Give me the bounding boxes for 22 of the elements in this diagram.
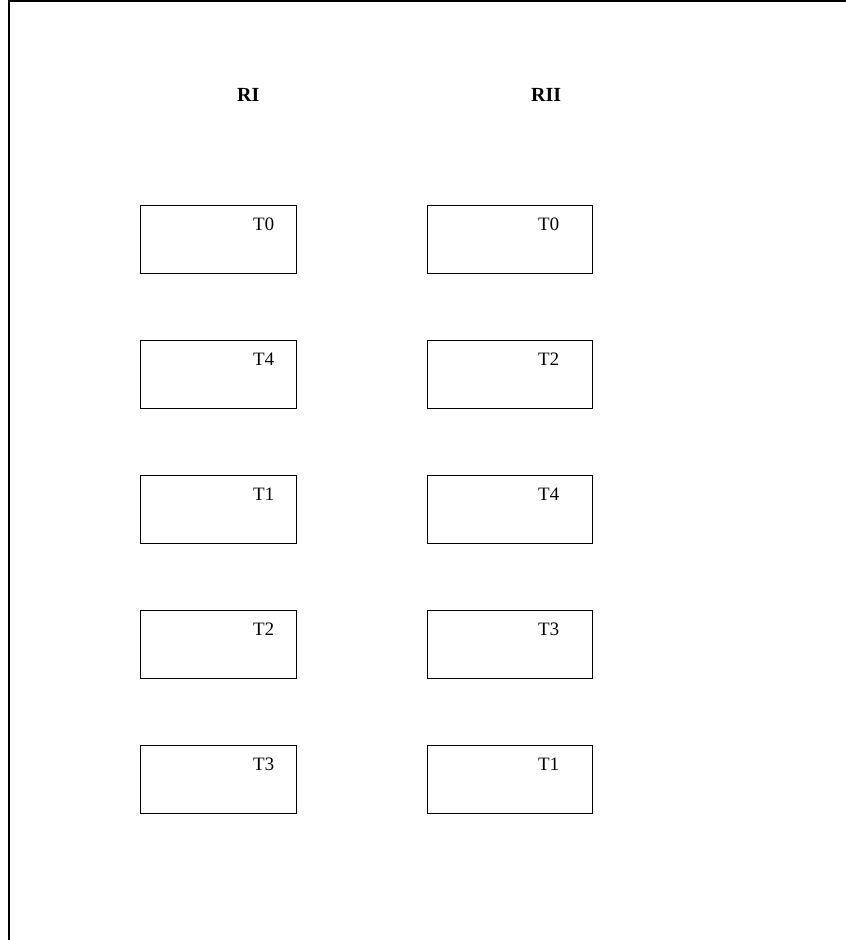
task-box [140, 610, 297, 679]
task-box [427, 475, 593, 544]
task-box [427, 745, 593, 814]
column-heading: RI [237, 84, 260, 107]
task-label: T1 [538, 754, 560, 776]
task-label: T2 [538, 349, 560, 371]
task-box [427, 340, 593, 409]
task-box [140, 205, 297, 274]
task-label: T2 [253, 619, 274, 641]
task-label: T1 [253, 484, 274, 506]
task-label: T0 [538, 214, 560, 236]
task-box [140, 475, 297, 544]
column-heading: RII [531, 84, 562, 107]
task-label: T4 [538, 484, 560, 506]
task-box [140, 745, 297, 814]
task-box [427, 610, 593, 679]
task-box [427, 205, 593, 274]
task-label: T3 [538, 619, 560, 641]
task-label: T0 [253, 214, 274, 236]
task-label: T4 [253, 349, 274, 371]
task-box [140, 340, 297, 409]
task-label: T3 [253, 754, 274, 776]
